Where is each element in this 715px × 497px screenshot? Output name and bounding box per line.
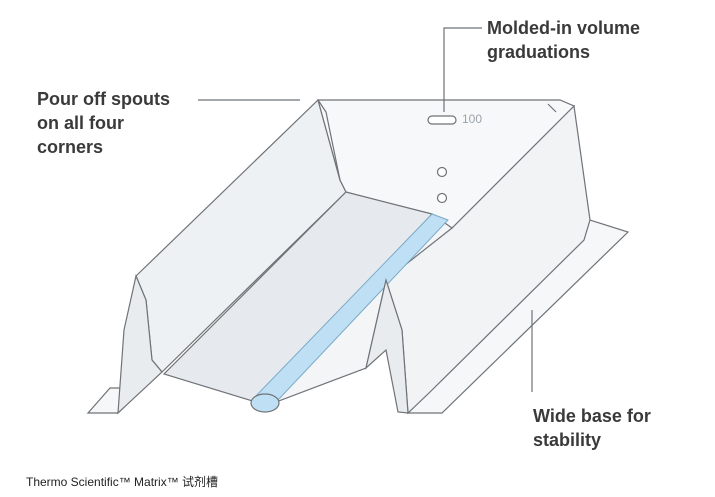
back-left-spout: [317, 99, 341, 181]
image-caption: Thermo Scientific™ Matrix™ 试剂槽: [26, 475, 219, 489]
callout-line: corners: [37, 137, 104, 157]
callout-line: on all four: [37, 113, 124, 133]
callout-line: Wide base for: [533, 406, 651, 426]
back-right-spout: [547, 103, 557, 113]
callout-line: Pour off spouts: [37, 89, 170, 109]
graduation-mark-label: 100: [462, 112, 483, 126]
callout-line: graduations: [487, 42, 591, 62]
volume-graduations-callout: Molded-in volume graduations: [487, 16, 640, 64]
wide-base-callout: Wide base for stability: [533, 404, 651, 452]
pour-off-spouts-callout: Pour off spouts on all four corners: [37, 87, 170, 159]
graduation-slot: [427, 115, 457, 125]
right-end-fold: [364, 277, 409, 414]
callout-line: stability: [533, 430, 602, 450]
callout-line: Molded-in volume: [487, 18, 640, 38]
liquid-trough-end: [250, 393, 280, 413]
graduations-leader-line: [443, 27, 482, 112]
graduation-dot-1: [436, 166, 448, 178]
left-end-fold: [117, 274, 163, 415]
graduation-dot-2: [436, 192, 448, 204]
